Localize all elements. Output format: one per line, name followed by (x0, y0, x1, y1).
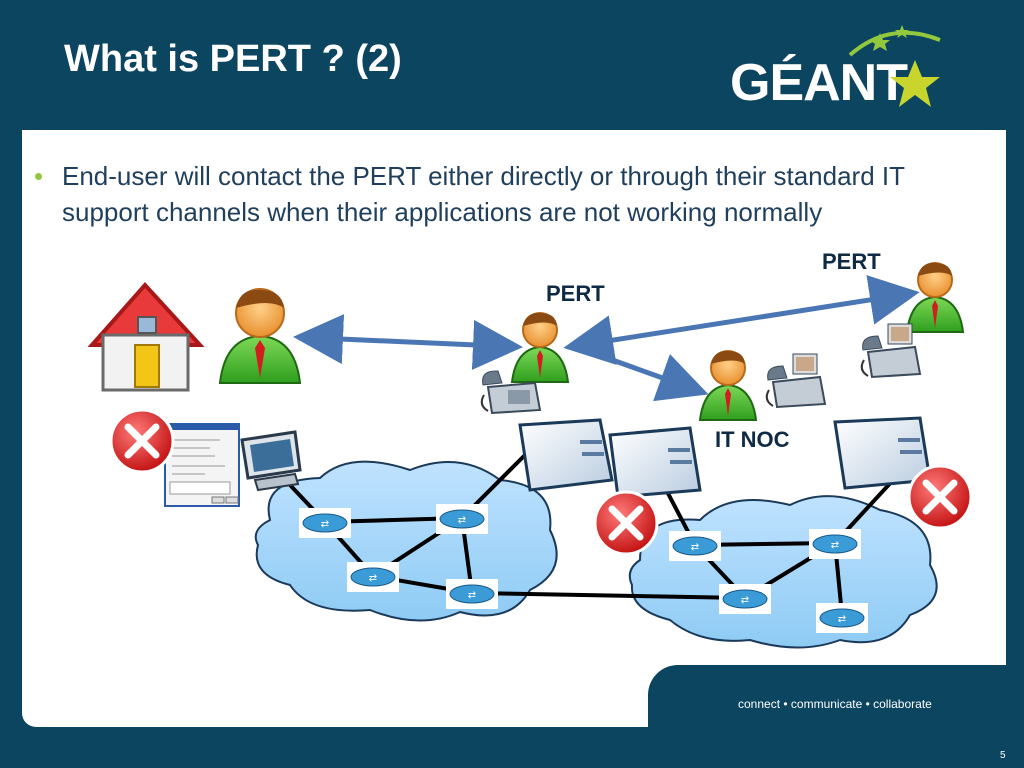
svg-text:⇄: ⇄ (741, 595, 749, 606)
network-cloud-left-icon (254, 460, 558, 622)
user-icon (218, 288, 302, 384)
svg-text:⇄: ⇄ (831, 540, 839, 551)
double-arrow-icon (293, 275, 920, 402)
dialog-window-icon (164, 423, 240, 507)
slide-title: What is PERT ? (2) (64, 38, 402, 80)
error-icon (907, 464, 973, 530)
router-icons: ⇄ ⇄ ⇄ ⇄ ⇄ ⇄ ⇄ ⇄ (299, 504, 868, 633)
monitor-icon (240, 430, 302, 492)
user-icon (905, 262, 965, 333)
house-icon (87, 282, 205, 392)
user-icon (510, 312, 570, 383)
svg-text:⇄: ⇄ (369, 573, 377, 584)
server-icon (518, 418, 614, 492)
footer-tab (648, 665, 1006, 730)
logo-text: GÉANT (730, 54, 908, 112)
router-icon: ⇄ (446, 579, 498, 609)
svg-text:⇄: ⇄ (321, 519, 329, 530)
star-swoosh-logo-icon (848, 25, 941, 107)
router-icon: ⇄ (669, 531, 721, 561)
router-icon: ⇄ (809, 529, 861, 559)
pert-label-right: PERT (822, 249, 881, 274)
server-icon (608, 426, 702, 499)
page-number: 5 (1000, 750, 1006, 761)
svg-text:⇄: ⇄ (691, 542, 699, 553)
error-icon (593, 490, 659, 556)
svg-text:⇄: ⇄ (468, 590, 476, 601)
router-icon: ⇄ (299, 508, 351, 538)
bullet-dot: • (34, 161, 44, 191)
router-icon: ⇄ (436, 504, 488, 534)
phone-icon (765, 353, 827, 409)
phone-icon (860, 323, 922, 379)
router-icon: ⇄ (816, 603, 868, 633)
it-noc-label: IT NOC (715, 427, 790, 452)
router-icon: ⇄ (347, 562, 399, 592)
error-icon (109, 408, 175, 474)
svg-text:⇄: ⇄ (838, 614, 846, 625)
network-cloud-right-icon (628, 495, 938, 649)
bullet-item: • End-user will contact the PERT either … (34, 158, 922, 230)
bullet-text: End-user will contact the PERT either di… (62, 161, 905, 227)
geant-logo: GÉANT (730, 25, 950, 115)
pert-label-center: PERT (546, 281, 605, 306)
phone-icon (480, 370, 542, 415)
svg-text:⇄: ⇄ (458, 515, 466, 526)
user-icon (698, 350, 758, 421)
header-bar (30, 0, 998, 130)
footer-tagline: connect • communicate • collaborate (738, 697, 932, 711)
router-icon: ⇄ (719, 584, 771, 614)
